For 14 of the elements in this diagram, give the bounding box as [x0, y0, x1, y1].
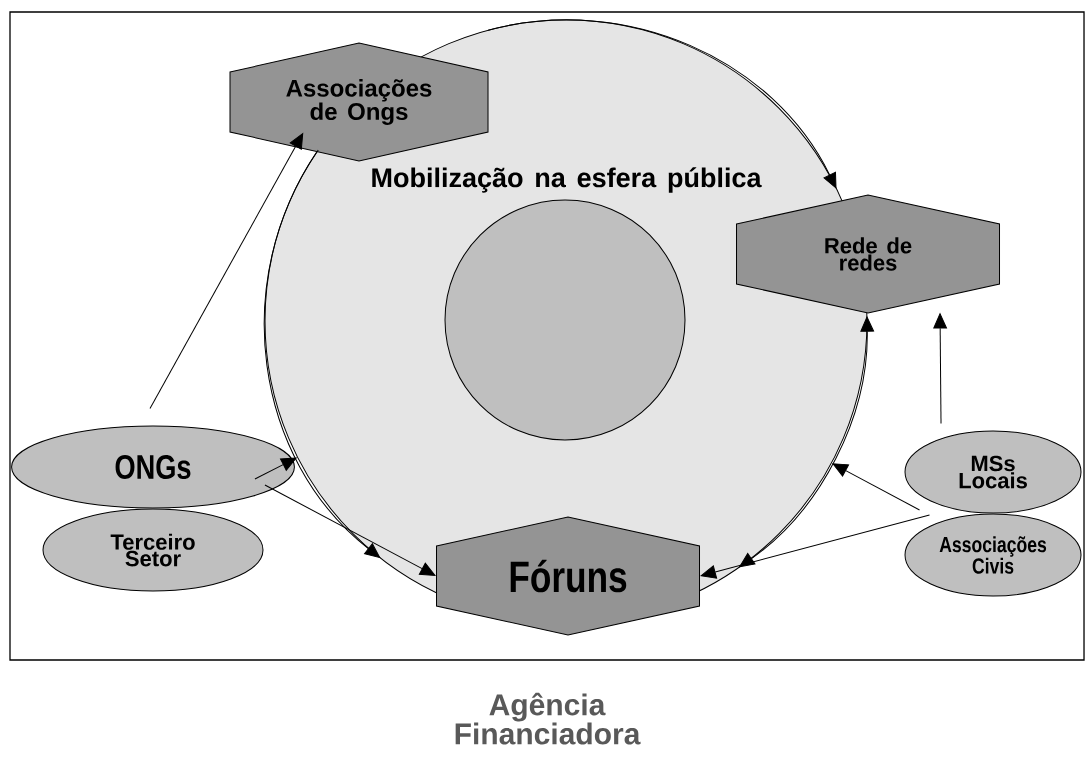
arrow — [933, 313, 947, 424]
arrow — [739, 316, 875, 568]
hexagon-box: Rede de redes — [736, 194, 1000, 314]
arrow — [264, 484, 436, 576]
circle — [444, 199, 686, 441]
hexagon-box: Fóruns — [436, 516, 700, 636]
arrow — [487, 19, 837, 189]
node-label: Agência Financiadora — [455, 692, 641, 745]
arrow — [832, 463, 920, 511]
hexagon-box: Associações de Ongs — [229, 42, 489, 162]
arrow — [700, 514, 930, 579]
arrow — [254, 457, 297, 480]
arrow — [149, 133, 304, 409]
arrow — [263, 149, 381, 558]
